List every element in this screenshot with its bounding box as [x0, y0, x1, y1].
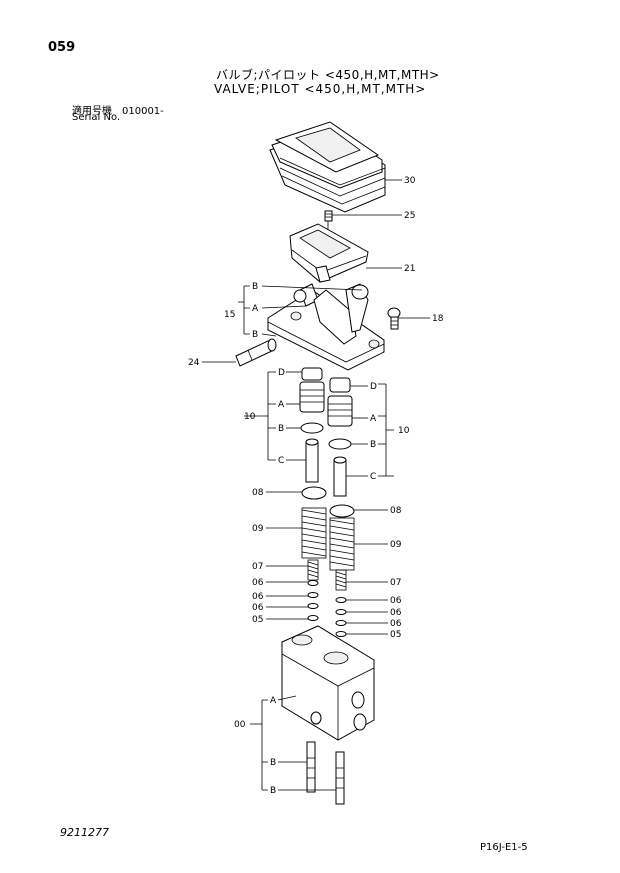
callout-30: 30: [404, 176, 416, 186]
callout-18: 18: [432, 314, 444, 324]
spring-right-part-09: [329, 517, 355, 571]
spool-left: [306, 741, 316, 793]
title-japanese: バルブ;パイロット <450,H,MT,MTH>: [216, 68, 440, 82]
sublabel-15-b-top: B: [252, 282, 258, 292]
title-english: VALVE;PILOT <450,H,MT,MTH>: [214, 82, 427, 96]
serial-label-english: Serial No.: [72, 112, 121, 123]
callout-25: 25: [404, 211, 415, 221]
base-assembly-part-15: [267, 283, 385, 371]
sublabel-10l-c: C: [278, 456, 284, 466]
sublabel-10l-b: B: [278, 424, 284, 434]
callout-09-left: 09: [252, 524, 264, 534]
callout-10-right: 10: [398, 426, 410, 436]
plunger-left: [299, 367, 325, 483]
callout-06-right-1: 06: [390, 596, 402, 606]
leader-lines: [202, 179, 430, 791]
page-number: 059: [48, 40, 76, 55]
sublabel-00-b-1: B: [270, 758, 276, 768]
spool-right: [335, 751, 345, 805]
callout-24: 24: [188, 358, 200, 368]
callout-05-right: 05: [390, 630, 401, 640]
sublabel-10r-a: A: [370, 414, 377, 424]
boot-part-30: [269, 121, 386, 213]
callout-07-right: 07: [390, 578, 401, 588]
callout-07-left: 07: [252, 562, 263, 572]
sublabel-00-b-2: B: [270, 786, 276, 796]
pin-part-24: [235, 338, 277, 367]
sublabel-10r-c: C: [370, 472, 376, 482]
plunger-right: [327, 377, 353, 497]
sublabel-10r-b: B: [370, 440, 376, 450]
valve-body-part-00: [281, 625, 375, 741]
sublabel-00-a: A: [270, 696, 277, 706]
sublabel-15-a: A: [252, 304, 259, 314]
callout-15: 15: [224, 310, 235, 320]
callout-09-right: 09: [390, 540, 402, 550]
sublabel-10l-a: A: [278, 400, 285, 410]
sublabel-10l-d: D: [278, 368, 285, 378]
callout-00: 00: [234, 720, 246, 730]
callout-10-left: 10: [244, 412, 256, 422]
sublabel-10r-d: D: [370, 382, 377, 392]
callout-06-left-3: 06: [252, 603, 264, 613]
callout-21: 21: [404, 264, 415, 274]
callout-06-right-2: 06: [390, 608, 402, 618]
document-code: 9211277: [60, 826, 109, 839]
callout-08-right: 08: [390, 506, 402, 516]
callout-06-right-3: 06: [390, 619, 402, 629]
plate-part-21: [289, 223, 369, 283]
page-reference: P16J-E1-5: [480, 842, 528, 853]
callout-06-left-2: 06: [252, 592, 264, 602]
sublabel-15-b-bottom: B: [252, 330, 258, 340]
callout-08-left: 08: [252, 488, 264, 498]
callout-05-left: 05: [252, 615, 263, 625]
spring-left-part-09: [301, 507, 327, 559]
callout-06-left-1: 06: [252, 578, 264, 588]
serial-label-japanese: 適用号機 010001-: [72, 106, 164, 117]
washer-part-08: [301, 486, 355, 518]
bolt-part-18: [387, 307, 401, 330]
shims-part-06-05: [307, 580, 347, 637]
